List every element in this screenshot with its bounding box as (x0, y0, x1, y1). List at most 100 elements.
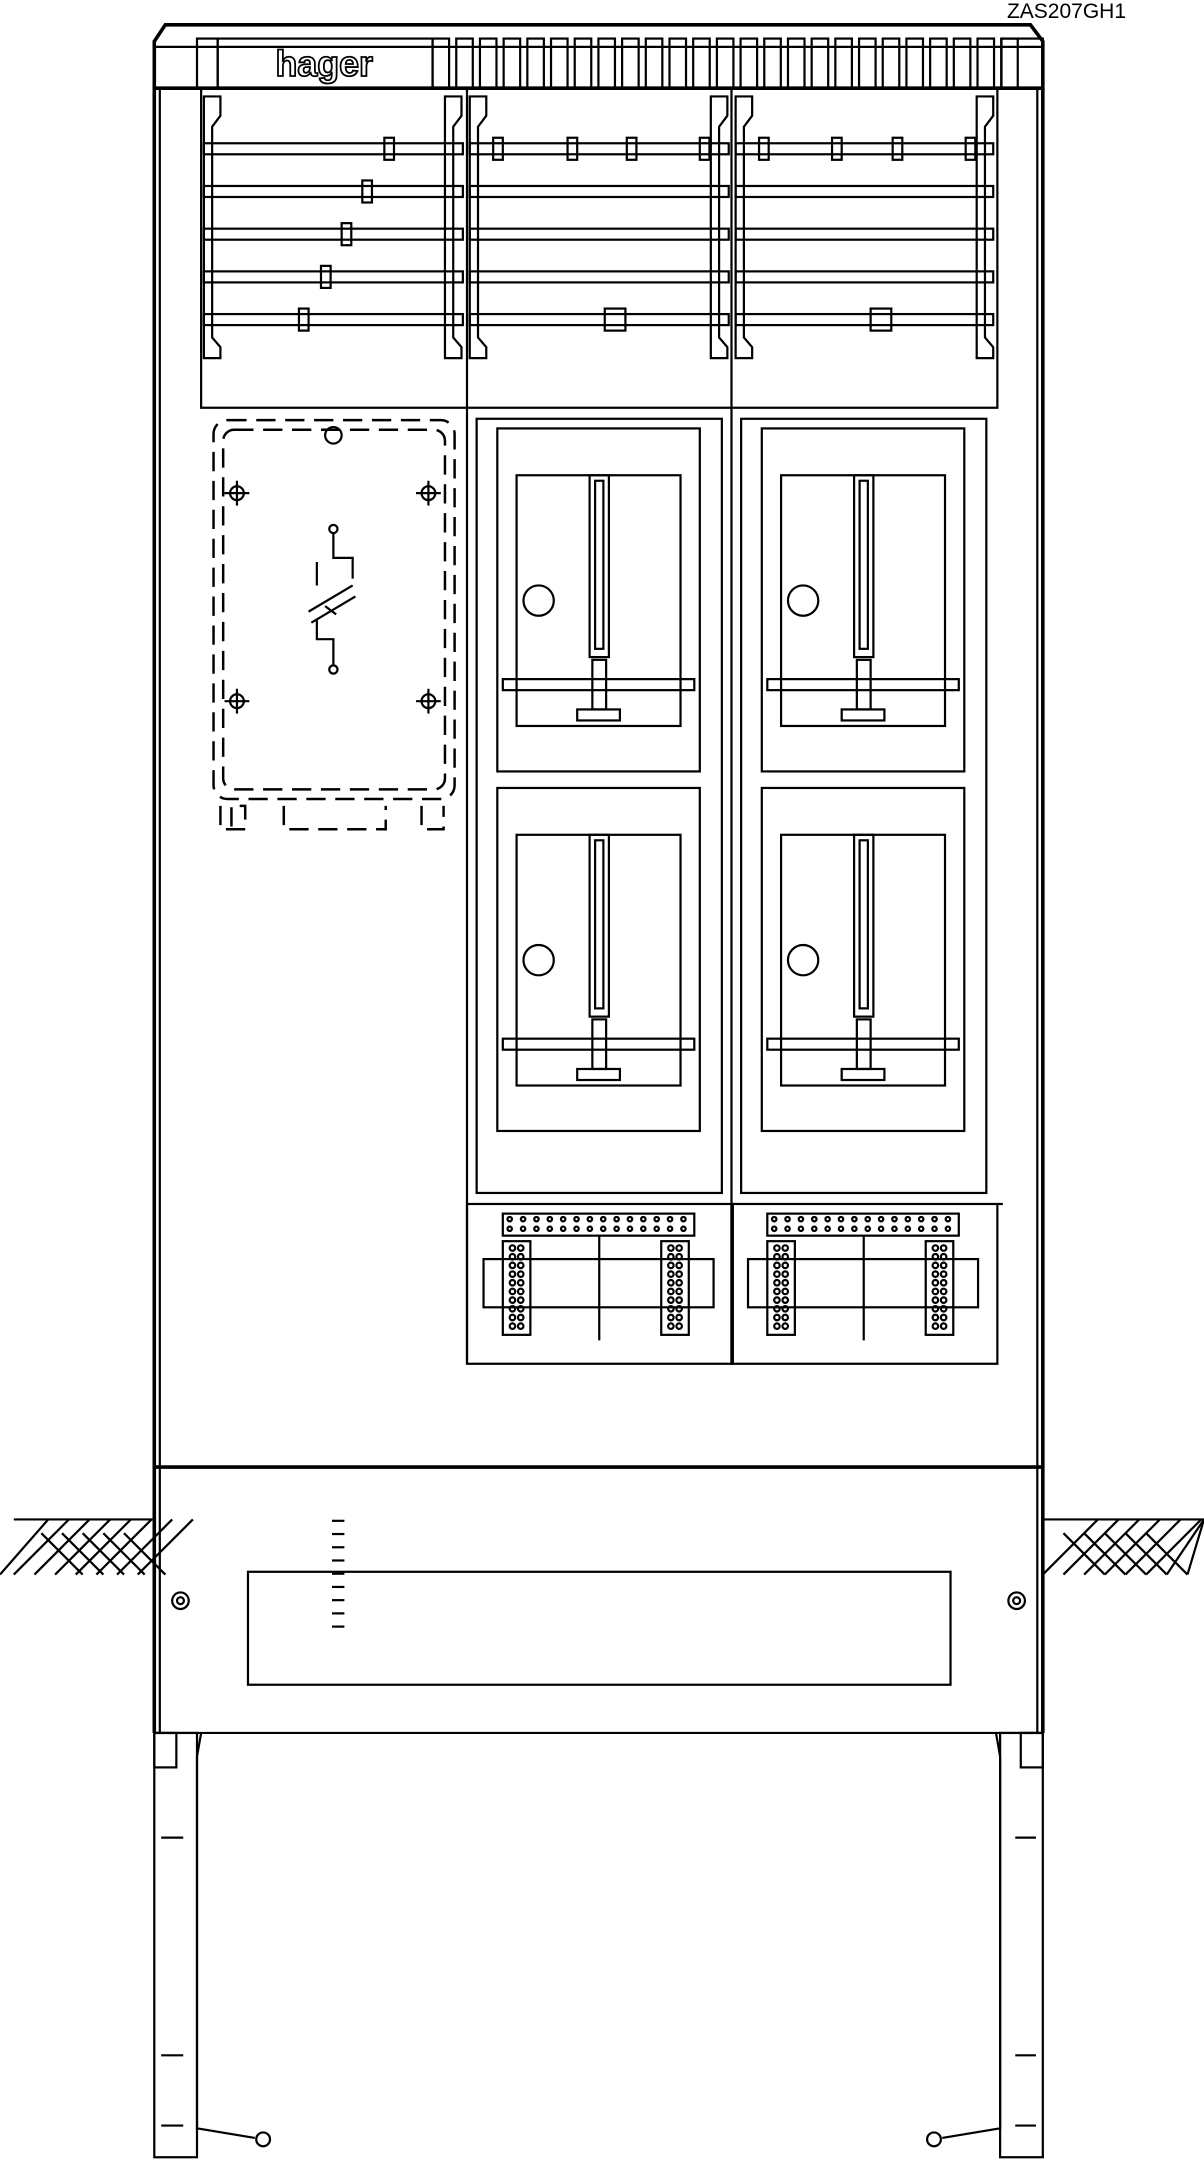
busbar (468, 227, 730, 241)
terminal-pin (508, 1252, 517, 1261)
hager-logo: hager (276, 44, 374, 84)
terminal-point (546, 1215, 554, 1223)
ground-hatch (74, 1518, 132, 1576)
ground-hatch (1124, 1518, 1182, 1576)
terminal-pin (675, 1278, 684, 1287)
base-screw-icon (1007, 1591, 1027, 1611)
terminal-point (586, 1225, 594, 1233)
terminal-pin (931, 1322, 940, 1331)
meter-window (779, 474, 947, 728)
terminal-point (573, 1225, 580, 1233)
terminal-pin (516, 1313, 525, 1322)
terminal-point (533, 1225, 540, 1233)
terminal-point (666, 1215, 674, 1223)
terminal-pin (667, 1322, 675, 1331)
terminal-pin (667, 1252, 675, 1261)
ground-hatch (1062, 1532, 1106, 1576)
busbar (734, 142, 995, 156)
terminal-point (904, 1215, 912, 1223)
terminal-pin (939, 1287, 948, 1296)
terminal-pin (675, 1304, 684, 1313)
terminal-pin (675, 1270, 684, 1278)
meter-window (515, 474, 682, 728)
terminal-point (613, 1215, 620, 1223)
terminal-block (766, 1240, 796, 1336)
leg-inner-edge (942, 1732, 1002, 2140)
terminal-pin (675, 1244, 684, 1252)
busbar-support (468, 95, 488, 360)
ground-hatch (1124, 1532, 1168, 1576)
meter-rail-inner (858, 839, 869, 1010)
terminal-pin (939, 1270, 948, 1278)
ground-hatch (1042, 1518, 1099, 1576)
busbar-support (202, 95, 222, 360)
ground-hatch (1083, 1532, 1127, 1576)
busbar-compartment (200, 87, 999, 409)
terminal-pin (781, 1252, 790, 1261)
busbar-clamp (830, 136, 843, 161)
ground-hatch (1145, 1518, 1203, 1576)
terminal-pin (667, 1304, 675, 1313)
terminal-pin (508, 1322, 517, 1331)
terminal-pin (931, 1252, 940, 1261)
terminal-point (810, 1215, 818, 1223)
terminal-point (506, 1225, 514, 1233)
meter-rail-inner (594, 479, 605, 650)
meter-rail (852, 474, 875, 659)
terminal-point (877, 1225, 885, 1233)
meter-field-frame (475, 417, 723, 1195)
busbar-clamp (383, 136, 396, 161)
leg-inner-edge (195, 1732, 256, 2140)
terminal-pin (675, 1252, 684, 1261)
terminal-block (660, 1240, 690, 1336)
busbar-clamp (625, 136, 638, 161)
meter-rail (588, 474, 610, 659)
busbar (202, 312, 464, 327)
ground-hatch (61, 1532, 105, 1576)
terminal-bottom (328, 664, 339, 675)
base-screw-icon (171, 1591, 190, 1611)
cabinet-leg (153, 1731, 199, 2159)
terminal-pin (781, 1296, 790, 1304)
terminal-pin (667, 1296, 675, 1304)
busbar-clamp-double (869, 307, 893, 332)
terminal-point (864, 1215, 872, 1223)
terminal-pin (675, 1261, 684, 1270)
terminal-point (573, 1215, 580, 1223)
meter-board (760, 427, 966, 773)
terminal-pin (781, 1322, 790, 1331)
ground-hatch (136, 1518, 194, 1576)
terminal-point (653, 1225, 660, 1233)
terminal-point (851, 1225, 858, 1233)
terminal-pin (939, 1313, 948, 1322)
din-rail-component-outline (212, 418, 456, 801)
busbar (734, 270, 995, 284)
terminal-pin (667, 1261, 675, 1270)
terminal-point (864, 1225, 872, 1233)
terminal-point (613, 1225, 620, 1233)
terminal-point (519, 1215, 527, 1223)
busbar-clamp (757, 136, 770, 161)
hanging-hole (324, 425, 343, 445)
terminal-pin (516, 1278, 525, 1287)
meter-rail (852, 833, 875, 1018)
meter-board (760, 786, 966, 1133)
terminal-point (917, 1215, 925, 1223)
terminal-pin (516, 1287, 525, 1296)
terminal-point (877, 1215, 885, 1223)
terminal-pin (773, 1278, 781, 1287)
busbar-clamp (698, 136, 711, 161)
terminal-pin (516, 1296, 525, 1304)
terminal-pin (516, 1252, 525, 1261)
terminal-point (519, 1225, 527, 1233)
ground-hatch (95, 1518, 153, 1576)
terminal-block (501, 1240, 532, 1336)
terminal-pin (675, 1313, 684, 1322)
terminal-point (640, 1215, 647, 1223)
terminal-pin (939, 1278, 948, 1287)
cap-end (1000, 37, 1044, 90)
meter-stem (591, 658, 608, 711)
terminal-point (784, 1225, 791, 1233)
terminal-pin (516, 1261, 525, 1270)
